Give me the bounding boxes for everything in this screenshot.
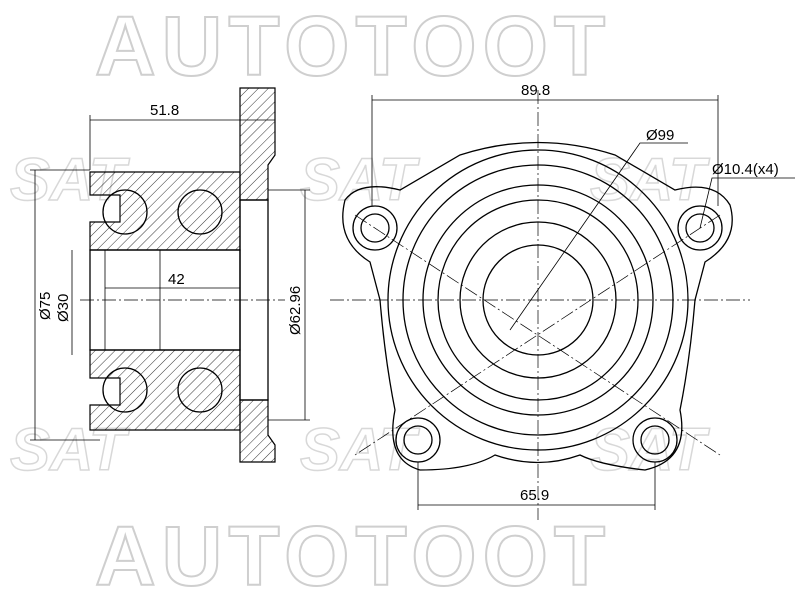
dim-flange-width: 89.8 xyxy=(521,82,550,99)
watermark-logo: SAT xyxy=(590,416,710,483)
watermark-brand-top: AUTOTOOT xyxy=(95,0,611,93)
side-view: 51.8 42 Ø75 Ø30 Ø62.96 xyxy=(30,87,310,463)
dim-inner-width: 42 xyxy=(168,271,185,288)
watermark-brand-bottom: AUTOTOOT xyxy=(95,509,611,600)
watermark-logo: SAT xyxy=(300,146,420,213)
watermark-logo: SAT xyxy=(300,416,420,483)
watermark-logo: SAT xyxy=(590,146,710,213)
watermark: AUTOTOOT AUTOTOOT SAT SAT SAT SAT SAT SA… xyxy=(9,0,710,600)
dim-bolt-spacing: 65.9 xyxy=(520,487,549,504)
dim-outer-dia: Ø75 xyxy=(37,292,54,320)
dim-bolt-hole: Ø10.4(x4) xyxy=(712,161,779,178)
front-view: 89.8 Ø99 Ø10.4(x4) 65.9 xyxy=(330,82,795,520)
dim-bore-dia: Ø30 xyxy=(55,294,72,322)
dim-flange-dia: Ø99 xyxy=(646,127,674,144)
dim-width: 51.8 xyxy=(150,102,179,119)
dim-pilot-dia: Ø62.96 xyxy=(287,286,304,335)
